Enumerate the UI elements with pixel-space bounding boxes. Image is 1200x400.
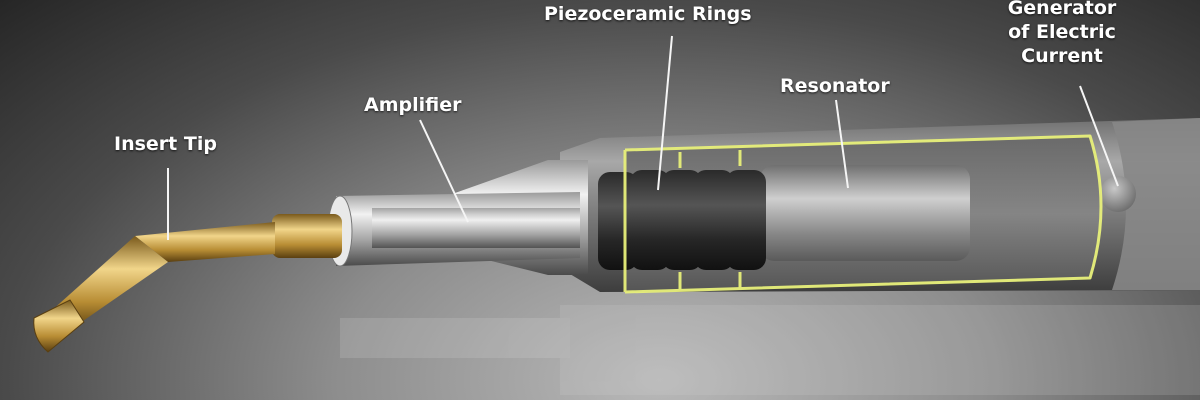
label-generator-line2: of Electric: [1008, 21, 1116, 43]
handpiece-rear-section: [1112, 118, 1200, 290]
label-generator-line3: Current: [1021, 45, 1103, 67]
floor-reflection: [340, 305, 1200, 395]
leader-line-generator: [1079, 85, 1119, 187]
amplifier-inner-rod: [372, 208, 580, 248]
label-generator-line1: Generator: [1007, 0, 1117, 19]
generator-contact: [1100, 176, 1136, 212]
label-generator: Generator of Electric Current: [982, 0, 1142, 68]
highlight-outline: [623, 134, 1103, 294]
piezoceramic-ring-stack: [598, 170, 766, 270]
leader-lines: [167, 35, 1119, 240]
label-piezoceramic-rings: Piezoceramic Rings: [544, 3, 752, 25]
insert-tip: [33, 214, 342, 353]
resonator-cylinder: [760, 165, 970, 261]
leader-line-amplifier: [419, 119, 469, 223]
label-resonator: Resonator: [780, 75, 890, 97]
label-amplifier: Amplifier: [364, 94, 462, 116]
leader-line-piezoceramic: [657, 35, 673, 191]
label-insert-tip: Insert Tip: [114, 133, 217, 155]
leader-line-resonator: [835, 99, 849, 189]
